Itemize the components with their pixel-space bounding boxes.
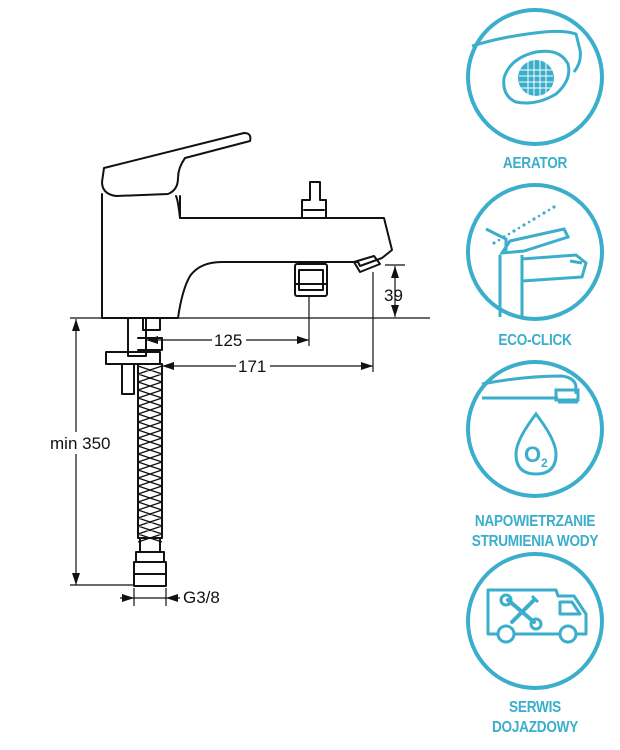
dimension-min-350: min 350 [50, 434, 110, 453]
feature-eco-click-label: ECO-CLICK [498, 332, 572, 349]
aerator-icon [466, 8, 604, 146]
oxygen-glyph: O [524, 442, 541, 467]
dimension-171: 171 [238, 357, 266, 376]
eco-click-icon [466, 183, 604, 321]
hose-braid-pattern [137, 365, 163, 543]
feature-service-label: SERWIS DOJAZDOWY [491, 699, 579, 736]
feature-water-aeration-label: NAPOWIETRZANIE STRUMIENIA WODY [471, 513, 599, 550]
feature-service: SERWIS DOJAZDOWY [455, 550, 615, 738]
dimension-125: 125 [214, 331, 242, 350]
feature-aerator: AERATOR [455, 6, 615, 174]
mounting-nut [105, 351, 161, 365]
water-aeration-icon: O 2 [466, 360, 604, 498]
lever-handle [101, 132, 252, 197]
oxygen-subscript: 2 [541, 456, 548, 470]
faucet-body [101, 193, 393, 319]
dimension-39: 39 [384, 286, 403, 305]
diverter-knob [301, 181, 327, 219]
service-van-icon [466, 552, 604, 690]
feature-water-aeration: O 2 NAPOWIETRZANIE STRUMIENIA WODY [455, 358, 615, 552]
braided-hose [137, 363, 163, 539]
bath-outlet [294, 263, 328, 297]
faucet-technical-drawing: 39 125 171 min 350 G3/8 [48, 132, 430, 607]
dimension-thread: G3/8 [183, 588, 220, 607]
feature-eco-click: ECO-CLICK [455, 181, 615, 351]
feature-aerator-label: AERATOR [502, 155, 568, 172]
